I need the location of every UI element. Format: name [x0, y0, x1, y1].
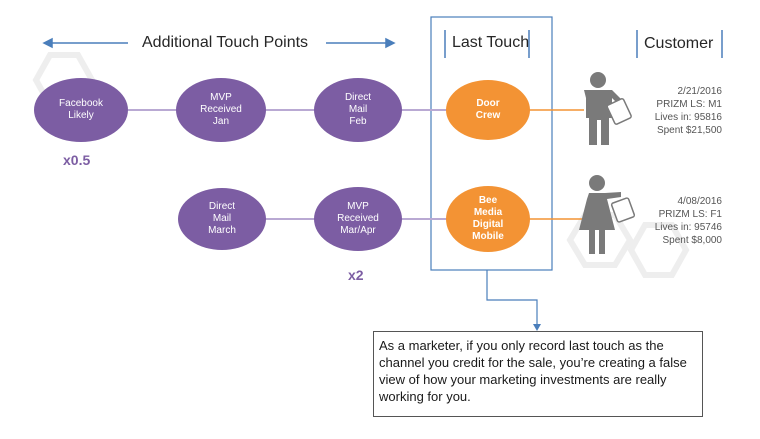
last-touch-frame	[430, 16, 553, 271]
left-arrow-head	[42, 37, 53, 49]
hexagon-decor	[627, 222, 690, 278]
marketer-callout: As a marketer, if you only record last t…	[373, 331, 703, 417]
row2-multiplier: x2	[348, 267, 364, 283]
callout-connector	[486, 270, 538, 326]
touchpoint-mvp-mar-apr: MVP Received Mar/Apr	[314, 187, 402, 251]
touchpoint-facebook: Facebook Likely	[34, 78, 128, 142]
customer1-info: 2/21/2016 PRIZM LS: M1 Lives in: 95816 S…	[654, 86, 722, 136]
callout-arrow-head	[533, 324, 541, 331]
additional-touch-points-header: Additional Touch Points	[142, 34, 309, 51]
touchpoint-direct-mail-feb: Direct Mail Feb	[314, 78, 402, 142]
right-arrow-head	[385, 37, 396, 49]
customer-header: Customer	[644, 35, 714, 52]
touchpoint-mvp-jan: MVP Received Jan	[176, 78, 266, 142]
last-touch-door-crew: Door Crew	[446, 80, 530, 140]
last-touch-bee-media: Bee Media Digital Mobile	[446, 186, 530, 252]
male-shopper-icon	[584, 72, 632, 145]
row1-multiplier: x0.5	[63, 152, 91, 168]
female-shopper-icon	[579, 175, 636, 254]
last-touch-header: Last Touch	[452, 34, 530, 51]
customer2-info: 4/08/2016 PRIZM LS: F1 Lives in: 95746 S…	[654, 196, 722, 246]
touchpoint-direct-mail-march: Direct Mail March	[178, 188, 266, 250]
